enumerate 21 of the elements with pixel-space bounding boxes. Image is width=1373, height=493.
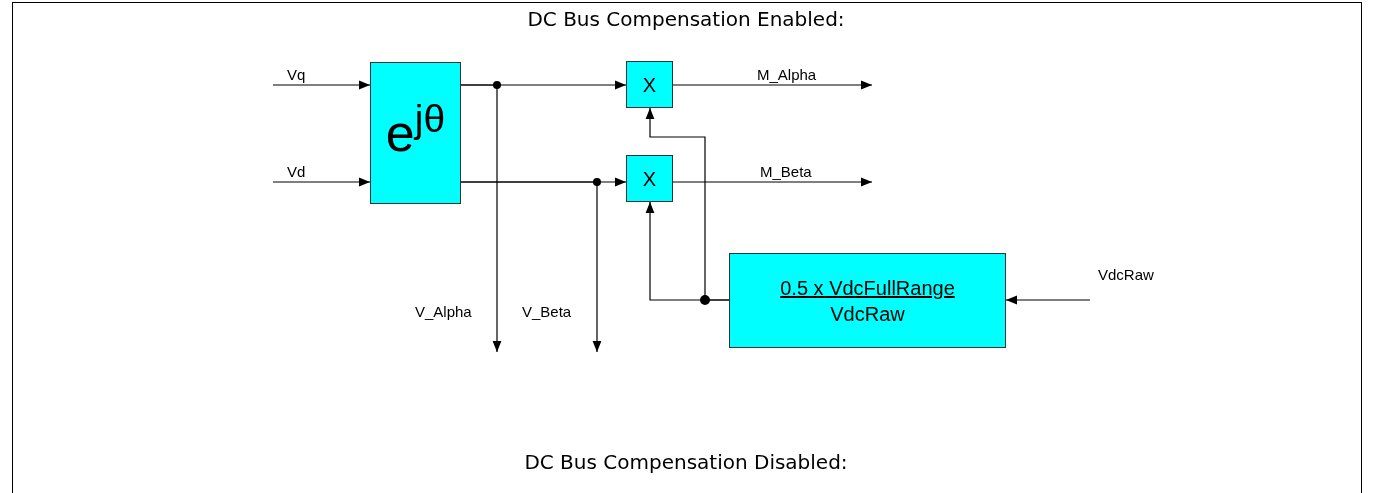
block [370, 62, 461, 204]
numerator-text: 0.5 x VdcFullRange [780, 275, 955, 301]
block-text: X [642, 166, 657, 192]
block-text: X [642, 72, 657, 98]
arrow [272, 177, 371, 187]
arrow [672, 80, 873, 90]
arrow [672, 177, 873, 187]
diagram-title: DC Bus Compensation Enabled: [526, 6, 846, 32]
block [729, 253, 1006, 348]
block-text: e$^{jθ}$ [385, 95, 446, 164]
section-heading: DC Bus Compensation Disabled: [523, 449, 849, 475]
block [626, 61, 673, 108]
block [626, 155, 673, 202]
arrow [460, 84, 502, 353]
arrow [460, 181, 602, 353]
edge-label: M_Alpha [755, 66, 819, 84]
arrow [272, 80, 371, 90]
arrow [645, 201, 730, 301]
arrow [1005, 295, 1091, 305]
edge-label: V_Alpha [413, 303, 474, 321]
denominator-text: VdcRaw [830, 301, 905, 327]
